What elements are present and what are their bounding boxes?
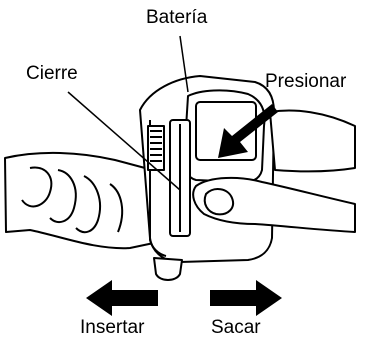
presionar-label: Presionar: [265, 72, 346, 91]
insertar-label: Insertar: [80, 318, 144, 337]
cierre-label: Cierre: [26, 64, 78, 83]
insert-arrow-icon: [86, 280, 158, 316]
remove-arrow-icon: [210, 280, 282, 316]
bateria-label: Batería: [146, 8, 207, 27]
device-body-drawing: [140, 76, 274, 280]
sacar-label: Sacar: [211, 318, 261, 337]
